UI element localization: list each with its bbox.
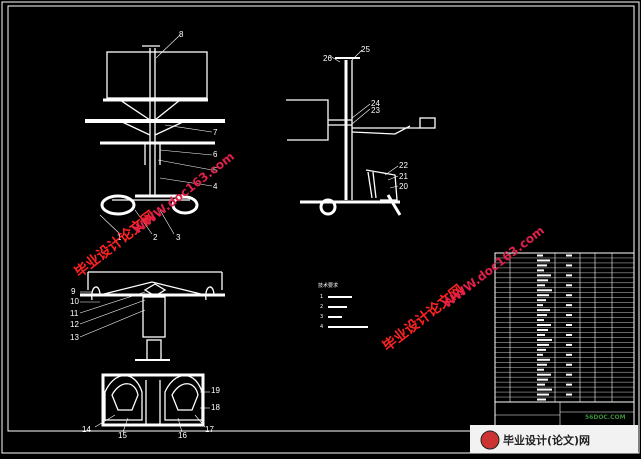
title-block-cell-text xyxy=(537,378,548,381)
footer-logo-text: 毕业设计(论文)网 xyxy=(503,434,591,447)
note-3: 3 xyxy=(320,314,324,320)
part-label-8: 8 xyxy=(179,30,184,39)
title-block-cell-text xyxy=(566,343,572,346)
view-top-left xyxy=(85,45,225,216)
title-block-cell-text xyxy=(566,353,572,356)
view-top-left-leaders xyxy=(99,34,213,235)
part-label-23: 23 xyxy=(371,106,380,115)
part-label-13: 13 xyxy=(70,333,79,342)
title-block-cell-text xyxy=(566,264,572,267)
title-block-cell-text xyxy=(537,328,548,331)
title-block-cell-text xyxy=(537,353,543,356)
inner-frame xyxy=(7,5,635,432)
note-4: 4 xyxy=(320,324,324,330)
title-block-cell-text xyxy=(566,383,572,386)
title-block-cell-text xyxy=(537,294,549,297)
title-block-cell-text xyxy=(537,368,544,371)
part-label-15: 15 xyxy=(118,431,127,440)
part-label-16: 16 xyxy=(178,431,187,440)
title-block-cell-text xyxy=(566,274,572,277)
view-top-right xyxy=(286,57,436,216)
part-label-19: 19 xyxy=(211,386,220,395)
part-label-10: 10 xyxy=(70,297,79,306)
part-label-14: 14 xyxy=(82,425,91,434)
part-label-6: 6 xyxy=(213,150,218,159)
title-block-cell-text xyxy=(537,358,550,361)
title-block-cell-text xyxy=(537,269,544,272)
part-label-21: 21 xyxy=(399,172,408,181)
title-block-cell-text xyxy=(537,284,545,287)
part-label-18: 18 xyxy=(211,403,220,412)
title-block-cell-text xyxy=(566,324,572,327)
title-block-cell-text xyxy=(537,259,550,262)
part-label-4: 4 xyxy=(213,182,218,191)
part-label-3: 3 xyxy=(176,233,181,242)
title-block-cell-text xyxy=(537,333,545,336)
title-block-cell-text xyxy=(566,304,572,307)
title-block-cell-text xyxy=(537,338,552,341)
title-block-cell-text xyxy=(537,254,543,257)
title-block-cell-text xyxy=(537,319,544,322)
part-label-11: 11 xyxy=(70,309,79,318)
title-block-cell-text xyxy=(537,264,547,267)
title-block xyxy=(494,252,635,429)
title-block-cell-text xyxy=(566,373,572,376)
title-block-cell-text xyxy=(537,304,543,307)
view-bottom-left xyxy=(80,271,225,427)
title-block-rows xyxy=(495,257,634,398)
part-label-26: 26 xyxy=(323,54,332,63)
title-block-cell-text xyxy=(537,383,545,386)
title-block-fill-marks xyxy=(537,254,572,401)
note-1: 1 xyxy=(320,294,324,300)
title-block-cell-text xyxy=(537,314,547,317)
title-block-cell-text xyxy=(537,373,551,376)
title-block-cell-text xyxy=(566,254,572,257)
part-label-17: 17 xyxy=(205,425,214,434)
part-label-22: 22 xyxy=(399,161,408,170)
part-label-24: 24 xyxy=(371,99,380,108)
part-label-2: 2 xyxy=(153,233,158,242)
notes-title: 技术要求 xyxy=(318,283,339,289)
title-block-cell-text xyxy=(537,388,552,391)
title-block-cell-text xyxy=(537,343,549,346)
part-label-12: 12 xyxy=(70,320,79,329)
title-block-cell-text xyxy=(537,279,548,282)
title-block-cell-text xyxy=(566,314,572,317)
view-bottom-left-leaders xyxy=(79,291,210,433)
title-block-cell-text xyxy=(537,398,546,401)
title-block-cell-text xyxy=(537,299,546,302)
part-label-1: 1 xyxy=(117,233,122,242)
note-2: 2 xyxy=(320,304,324,310)
site-badge: 56DOC.COM xyxy=(585,414,626,421)
title-block-cell-text xyxy=(537,289,552,292)
title-block-cell-text xyxy=(537,363,547,366)
title-block-cell-text xyxy=(566,393,572,396)
part-label-20: 20 xyxy=(399,182,408,191)
title-block-cell-text xyxy=(537,393,549,396)
part-label-5: 5 xyxy=(213,166,218,175)
title-block-cell-text xyxy=(566,294,572,297)
logo-icon xyxy=(480,430,500,450)
title-block-cell-text xyxy=(566,333,572,336)
view-top-right-leaders xyxy=(329,49,399,189)
title-block-cell-text xyxy=(537,348,546,351)
title-block-cell-text xyxy=(566,284,572,287)
part-label-7: 7 xyxy=(213,128,218,137)
part-label-9: 9 xyxy=(71,287,76,296)
title-block-cell-text xyxy=(537,324,551,327)
title-block-cell-text xyxy=(537,274,551,277)
part-label-25: 25 xyxy=(361,45,370,54)
title-block-cell-text xyxy=(566,363,572,366)
title-block-cell-text xyxy=(537,309,550,312)
